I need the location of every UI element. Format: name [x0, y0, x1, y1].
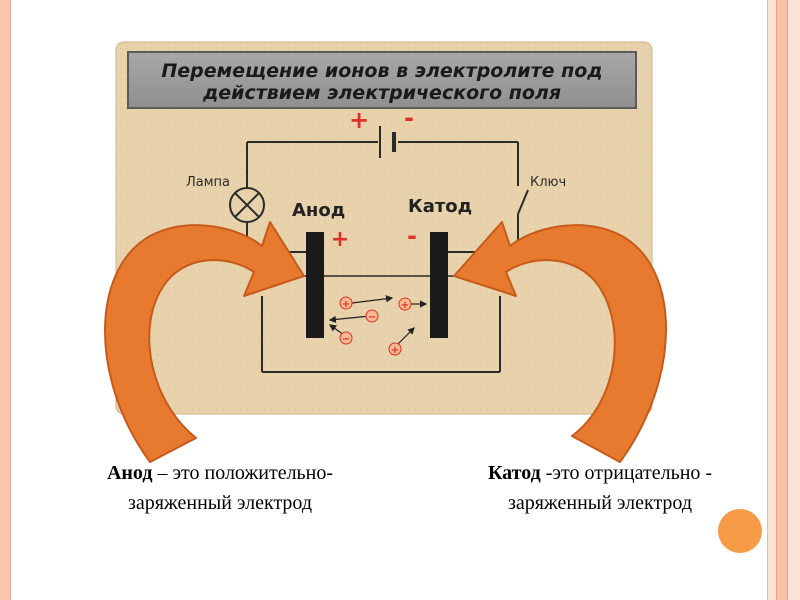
lamp-icon — [229, 187, 265, 223]
cathode-sign: - — [407, 222, 417, 250]
cathode-definition-line-2: заряженный электрод — [507, 492, 693, 514]
switch-label: Ключ — [530, 175, 566, 190]
anode-sign: + — [331, 227, 349, 252]
diagram-title-line-1: Перемещение ионов в электролите под — [161, 60, 602, 82]
title-bar — [127, 51, 637, 109]
cathode-label: Катод — [408, 196, 472, 217]
cation-2: + — [401, 300, 409, 311]
anode-definition-line-2: заряженный электрод — [127, 492, 313, 514]
left-frame-border — [0, 0, 11, 600]
cathode-caption: Катод -это отрицательно - заряженный эле… — [420, 458, 780, 518]
battery-icon — [379, 126, 396, 158]
cation-3: + — [391, 345, 399, 356]
anode-caption: Анод – это положительно- заряженный элек… — [40, 458, 400, 518]
accent-dot — [718, 509, 762, 553]
cathode-electrode — [430, 232, 448, 338]
diagram-board — [115, 41, 653, 415]
cation-1: + — [342, 299, 350, 310]
cathode-definition-line-1: -это отрицательно - — [540, 462, 713, 484]
lamp-label: Лампа — [186, 175, 230, 190]
battery-minus-sign: - — [404, 104, 414, 132]
ions: + − + − + — [328, 295, 428, 356]
anode-label: Анод — [292, 200, 345, 221]
battery-plus-sign: + — [349, 106, 369, 134]
anode-electrode — [306, 232, 324, 338]
diagram-title-line-2: действием электрического поля — [202, 82, 561, 104]
anode-term: Анод — [106, 462, 153, 484]
anion-1: − — [368, 312, 376, 323]
right-curved-arrow — [453, 221, 667, 463]
anode-definition-line-1: – это положительно- — [152, 462, 334, 484]
right-frame-border — [767, 0, 800, 600]
cathode-term: Катод — [487, 462, 541, 484]
left-curved-arrow — [104, 221, 305, 463]
anion-2: − — [342, 334, 350, 345]
